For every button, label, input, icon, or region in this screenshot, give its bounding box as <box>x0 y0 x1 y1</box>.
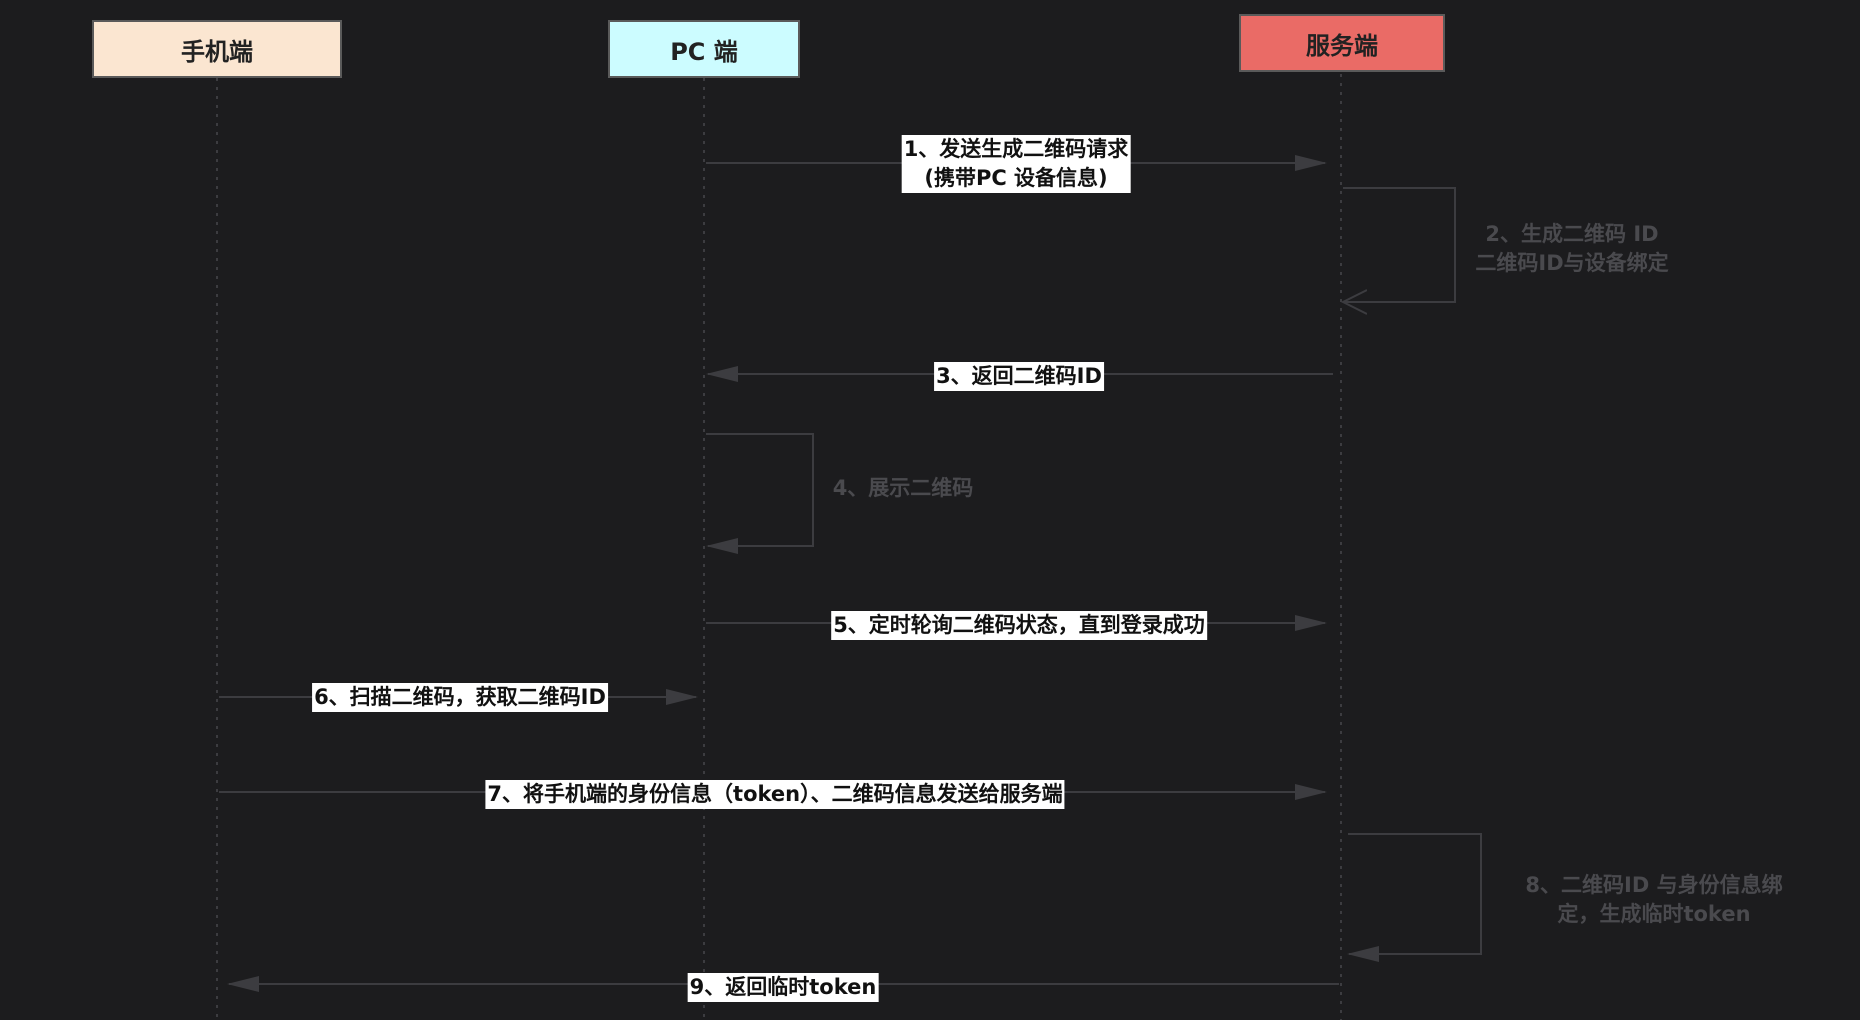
message-4-label: 4、展示二维码 <box>833 474 974 503</box>
message-1-line-2: (携带PC 设备信息) <box>924 166 1108 190</box>
message-3-line-1: 3、返回二维码ID <box>936 364 1102 388</box>
arrow-8-server-self <box>1347 833 1482 962</box>
message-6-label: 6、扫描二维码，获取二维码ID <box>312 683 608 712</box>
message-5-label: 5、定时轮询二维码状态，直到登录成功 <box>831 611 1207 640</box>
actor-pc: PC 端 <box>608 20 800 78</box>
message-3-label: 3、返回二维码ID <box>934 362 1104 391</box>
actor-server: 服务端 <box>1239 14 1445 72</box>
actor-mobile-label: 手机端 <box>181 37 253 66</box>
actor-server-label: 服务端 <box>1306 31 1378 60</box>
message-7-line-1: 7、将手机端的身份信息（token）、二维码信息发送给服务端 <box>487 782 1063 806</box>
message-8-line-1: 8、二维码ID 与身份信息绑 <box>1525 873 1783 897</box>
message-4-line-1: 4、展示二维码 <box>832 476 974 500</box>
message-2-line-2: 二维码ID与设备绑定 <box>1475 251 1669 275</box>
message-9-line-1: 9、返回临时token <box>689 975 877 999</box>
arrow-2-server-self <box>1343 187 1456 302</box>
message-2-line-1: 2、生成二维码 ID <box>1485 222 1659 246</box>
message-8-line-2: 定，生成临时token <box>1557 902 1751 926</box>
message-9-label: 9、返回临时token <box>687 973 879 1002</box>
message-7-label: 7、将手机端的身份信息（token）、二维码信息发送给服务端 <box>485 780 1065 809</box>
message-6-line-1: 6、扫描二维码，获取二维码ID <box>314 685 606 709</box>
message-1-line-1: 1、发送生成二维码请求 <box>903 137 1129 161</box>
arrow-4-pc-self <box>706 433 814 554</box>
actor-pc-label: PC 端 <box>670 37 738 66</box>
message-5-line-1: 5、定时轮询二维码状态，直到登录成功 <box>833 613 1205 637</box>
actor-mobile: 手机端 <box>92 20 342 78</box>
message-2-label: 2、生成二维码 ID 二维码ID与设备绑定 <box>1475 220 1668 278</box>
message-8-label: 8、二维码ID 与身份信息绑 定，生成临时token <box>1525 871 1782 929</box>
message-1-label: 1、发送生成二维码请求 (携带PC 设备信息) <box>901 135 1131 193</box>
